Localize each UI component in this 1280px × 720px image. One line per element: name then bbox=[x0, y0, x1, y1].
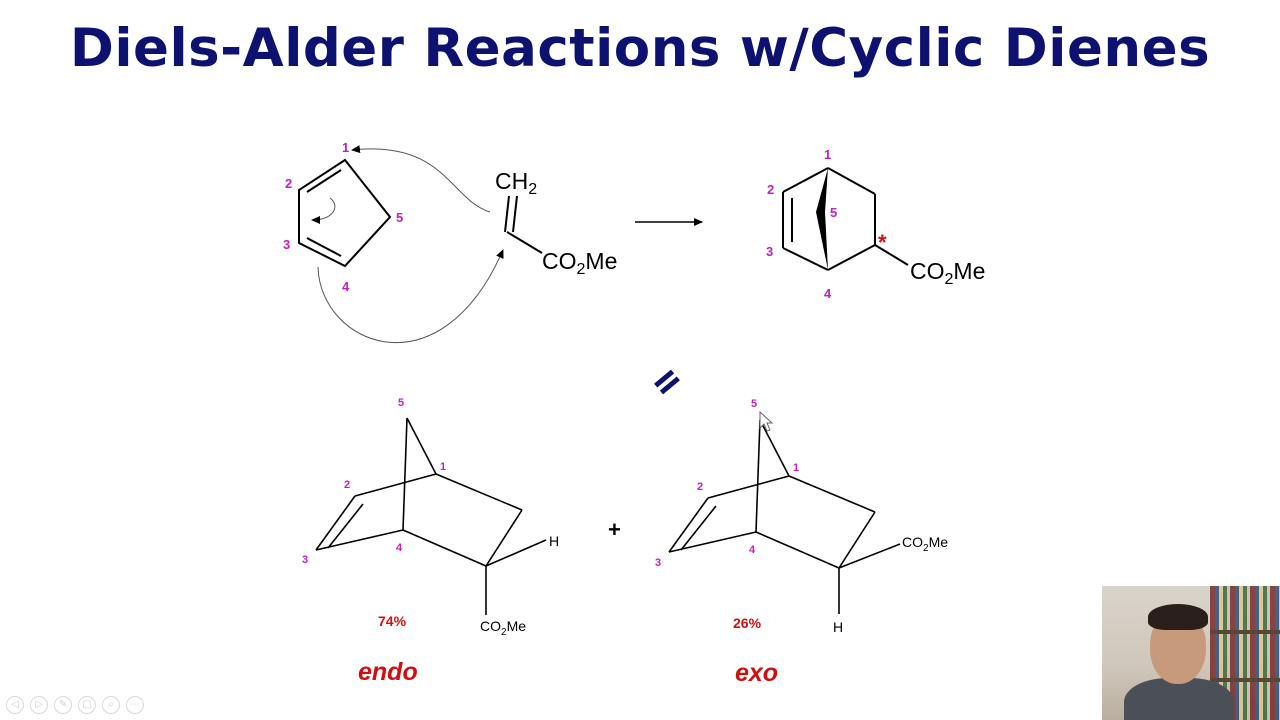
slideshow-controls: ◁ ▷ ✎ ▢ ⌕ ⋯ bbox=[6, 696, 144, 714]
more-options-icon[interactable]: ⋯ bbox=[126, 696, 144, 714]
zoom-icon[interactable]: ⌕ bbox=[102, 696, 120, 714]
svg-text:2: 2 bbox=[697, 481, 703, 493]
bridge-wedge bbox=[816, 168, 828, 270]
cyclopentadiene bbox=[298, 158, 392, 268]
endo-co2me-label: CO2Me bbox=[480, 618, 526, 638]
svg-text:3: 3 bbox=[283, 237, 290, 252]
equals-symbol bbox=[654, 369, 680, 395]
svg-text:2: 2 bbox=[285, 176, 292, 191]
svg-text:5: 5 bbox=[396, 210, 403, 225]
svg-text:3: 3 bbox=[766, 244, 773, 259]
presenter-torso bbox=[1124, 678, 1234, 720]
endo-numbers: 5 1 2 3 4 bbox=[302, 397, 446, 566]
svg-text:5: 5 bbox=[751, 398, 757, 410]
exo-structure bbox=[668, 419, 901, 614]
svg-text:1: 1 bbox=[793, 462, 799, 474]
pen-icon[interactable]: ✎ bbox=[54, 696, 72, 714]
norbornene-numbers: 1 2 3 4 5 bbox=[766, 147, 837, 301]
slide-title: Diels-Alder Reactions w/Cyclic Dienes bbox=[69, 18, 1211, 79]
exo-percent: 26% bbox=[733, 615, 762, 631]
exo-h-label: H bbox=[833, 619, 843, 635]
endo-structure bbox=[315, 417, 547, 615]
norbornene-product bbox=[782, 167, 909, 271]
electron-arrows bbox=[311, 145, 504, 344]
svg-text:3: 3 bbox=[302, 554, 308, 566]
exo-label: exo bbox=[735, 659, 778, 687]
product-co2me-label: CO2Me bbox=[910, 258, 985, 288]
svg-text:2: 2 bbox=[344, 479, 350, 491]
next-slide-icon[interactable]: ▷ bbox=[30, 696, 48, 714]
svg-text:1: 1 bbox=[440, 461, 446, 473]
svg-text:4: 4 bbox=[824, 286, 832, 301]
slides-view-icon[interactable]: ▢ bbox=[78, 696, 96, 714]
arrow-c4-to-alkene bbox=[317, 249, 504, 344]
arrow-ring-shift bbox=[311, 197, 336, 224]
stereocenter-mark: * bbox=[878, 230, 887, 255]
svg-text:1: 1 bbox=[824, 147, 831, 162]
svg-text:4: 4 bbox=[342, 279, 350, 294]
previous-slide-icon[interactable]: ◁ bbox=[6, 696, 24, 714]
svg-text:4: 4 bbox=[396, 542, 403, 554]
methyl-acrylate bbox=[504, 195, 543, 254]
svg-text:5: 5 bbox=[398, 397, 404, 409]
co2me-label: CO2Me bbox=[542, 248, 617, 278]
endo-h-label: H bbox=[549, 533, 559, 549]
svg-text:3: 3 bbox=[655, 557, 661, 569]
exo-co2me-label: CO2Me bbox=[902, 534, 948, 554]
ch2-label: CH2 bbox=[495, 168, 537, 198]
svg-text:4: 4 bbox=[749, 544, 756, 556]
svg-text:2: 2 bbox=[767, 182, 774, 197]
exo-numbers: 5 1 2 3 4 bbox=[655, 398, 799, 569]
cyclopentadiene-numbers: 1 2 3 4 5 bbox=[283, 140, 403, 294]
presenter-hair bbox=[1148, 604, 1208, 630]
mouse-cursor-icon bbox=[759, 410, 774, 432]
plus-sign: + bbox=[608, 517, 621, 542]
endo-percent: 74% bbox=[378, 613, 407, 629]
svg-text:1: 1 bbox=[342, 140, 349, 155]
presenter-webcam bbox=[1102, 586, 1280, 720]
arrow-alkene-to-c1 bbox=[351, 145, 491, 213]
endo-label: endo bbox=[358, 658, 418, 686]
svg-text:5: 5 bbox=[830, 205, 837, 220]
